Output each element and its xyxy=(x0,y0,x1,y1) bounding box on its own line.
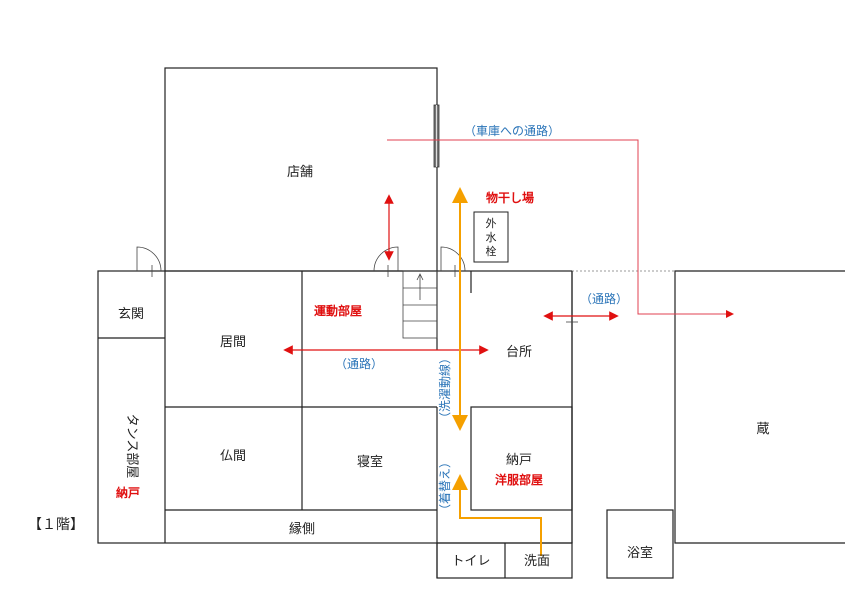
room-living: 居間 xyxy=(220,335,246,350)
floor-label: 【１階】 xyxy=(28,517,84,533)
outdoor-tap-box xyxy=(473,211,509,263)
kitchen-passage-label: （通路） xyxy=(580,291,628,306)
room-washroom: 洗面 xyxy=(524,554,550,569)
room-engawa: 縁側 xyxy=(289,521,315,537)
room-sports: 運動部屋 xyxy=(314,303,362,318)
room-butsuma: 仏間 xyxy=(220,449,246,464)
room-kura: 蔵 xyxy=(756,422,769,437)
outdoor-tap-char-2: 水 xyxy=(486,231,497,244)
garage-route-line xyxy=(387,139,734,318)
laundry-line-label: （洗濯動線） xyxy=(437,352,452,424)
changing-route-line xyxy=(452,474,542,556)
walls xyxy=(97,67,845,579)
changing-label: （着替え） xyxy=(437,456,452,516)
living-passage-label: （通路） xyxy=(335,356,383,371)
room-toilet: トイレ xyxy=(451,554,490,569)
room-bedroom: 寝室 xyxy=(357,454,383,470)
room-bath: 浴室 xyxy=(627,545,653,561)
drying-area-label: 物干し場 xyxy=(486,190,534,205)
room-tansu-note: 納戸 xyxy=(116,485,140,500)
room-tansu: タンス部屋 xyxy=(124,414,139,479)
doors xyxy=(136,246,466,277)
outdoor-tap-char-3: 栓 xyxy=(486,244,497,258)
room-store: 店舗 xyxy=(287,165,313,180)
routes xyxy=(283,139,734,556)
to-garage-label: （車庫への通路） xyxy=(464,123,560,138)
room-storage: 納戸 xyxy=(506,453,532,468)
room-clothes: 洋服部屋 xyxy=(495,472,543,487)
outdoor-tap-char-1: 外 xyxy=(486,217,497,230)
room-kitchen: 台所 xyxy=(506,345,532,360)
kura-wall xyxy=(674,270,845,544)
room-entrance: 玄関 xyxy=(118,307,144,322)
bath-wall xyxy=(606,509,674,579)
